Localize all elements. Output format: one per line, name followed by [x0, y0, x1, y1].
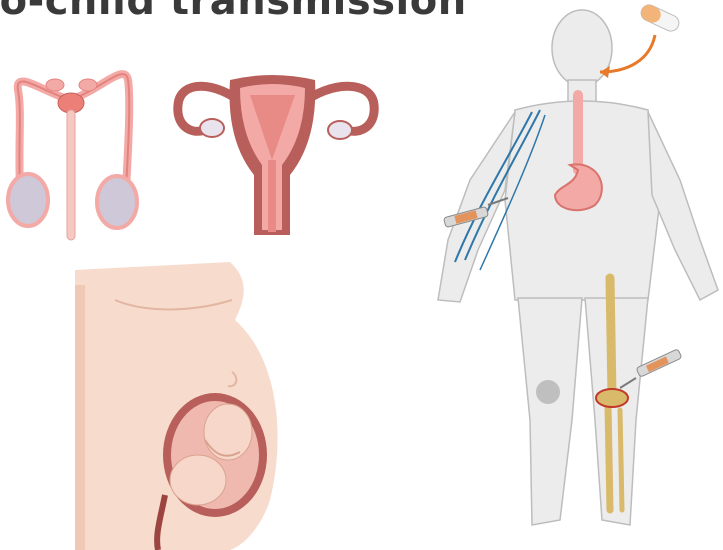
female-reproductive-system — [178, 75, 374, 235]
pregnant-abdomen-with-fetus — [75, 262, 278, 550]
human-body-routes — [438, 2, 718, 525]
male-reproductive-system — [8, 74, 137, 240]
capsule-icon — [638, 2, 681, 33]
